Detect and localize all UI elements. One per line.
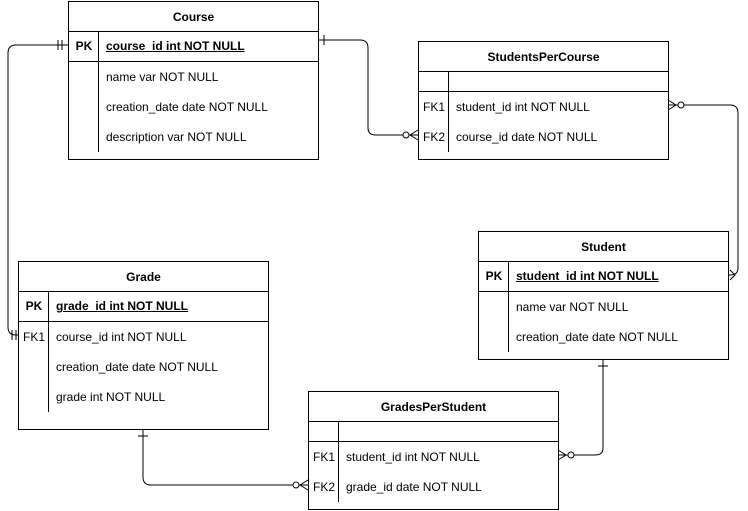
gps-fk2-many-marker [299,479,309,491]
field-text: creation_date date NOT NULL [56,360,218,374]
pk-row[interactable]: PK course_id int NOT NULL [69,32,318,62]
link-course-students-per-course[interactable] [318,39,418,136]
pk-label: PK [25,299,43,313]
link-grade-grades-per-student[interactable] [142,430,308,486]
fk2-field: grade_id date NOT NULL [346,480,482,494]
key-column [479,262,509,352]
fk1-label: FK1 [422,100,445,114]
key-column [69,32,99,152]
fk1-label: FK1 [312,450,335,464]
field-text: description var NOT NULL [106,130,247,144]
spc-fk1-zero-marker [677,101,685,109]
entity-title: Student [479,232,728,262]
pk-field: grade_id int NOT NULL [56,299,188,313]
entity-title: Course [69,2,318,32]
field-text: creation_date date NOT NULL [106,100,268,114]
gps-fk2-zero-marker [292,481,300,489]
entity-title: StudentsPerCourse [419,42,668,72]
fk1-label: FK1 [22,330,45,344]
link-course-grade[interactable] [7,44,68,336]
entity-students-per-course[interactable]: StudentsPerCourse FK1 student_id int NOT… [418,41,669,160]
link-student-students-per-course[interactable] [668,104,739,276]
field-text: course_id int NOT NULL [56,330,187,344]
field-text: name var NOT NULL [106,70,219,84]
field-row[interactable]: name var NOT NULL [479,292,728,322]
key-column [419,72,449,152]
field-row[interactable]: name var NOT NULL [69,62,318,92]
empty-pk-row [309,422,558,442]
fk2-label: FK2 [312,480,335,494]
link-student-grades-per-student[interactable] [558,360,604,456]
key-column [309,422,339,502]
field-text: creation_date date NOT NULL [516,330,678,344]
fk1-row[interactable]: FK1 student_id int NOT NULL [309,442,558,472]
pk-field: student_id int NOT NULL [516,269,659,283]
empty-pk-row [419,72,668,92]
fk1-field: student_id int NOT NULL [346,450,480,464]
field-text: grade int NOT NULL [56,390,166,404]
field-row[interactable]: description var NOT NULL [69,122,318,152]
fk1-field: student_id int NOT NULL [456,100,590,114]
gps-fk1-many-marker [557,449,567,461]
entity-grades-per-student[interactable]: GradesPerStudent FK1 student_id int NOT … [308,391,559,510]
pk-label: PK [75,39,93,53]
key-column [19,292,49,412]
pk-label: PK [485,269,503,283]
entity-grade[interactable]: Grade PK grade_id int NOT NULL FK1 cours… [18,261,269,430]
fk1-row[interactable]: FK1 student_id int NOT NULL [419,92,668,122]
spc-many-marker [409,129,419,141]
field-row[interactable]: creation_date date NOT NULL [479,322,728,352]
fk2-field: course_id date NOT NULL [456,130,598,144]
pk-row[interactable]: PK student_id int NOT NULL [479,262,728,292]
student-pk-marker [729,269,736,281]
fk2-row[interactable]: FK2 grade_id date NOT NULL [309,472,558,502]
field-text: name var NOT NULL [516,300,629,314]
fk2-label: FK2 [422,130,445,144]
spc-fk1-many-marker [667,99,677,111]
field-row[interactable]: grade int NOT NULL [19,382,268,412]
pk-row[interactable]: PK grade_id int NOT NULL [19,292,268,322]
spc-zero-marker [402,131,410,139]
fk2-row[interactable]: FK2 course_id date NOT NULL [419,122,668,152]
fk1-row[interactable]: FK1 course_id int NOT NULL [19,322,268,352]
entity-title: Grade [19,262,268,292]
field-row[interactable]: creation_date date NOT NULL [19,352,268,382]
pk-field: course_id int NOT NULL [106,39,245,53]
entity-student[interactable]: Student PK student_id int NOT NULL name … [478,231,729,360]
entity-course[interactable]: Course PK course_id int NOT NULL name va… [68,1,319,160]
field-row[interactable]: creation_date date NOT NULL [69,92,318,122]
entity-title: GradesPerStudent [309,392,558,422]
gps-fk1-zero-marker [567,451,575,459]
